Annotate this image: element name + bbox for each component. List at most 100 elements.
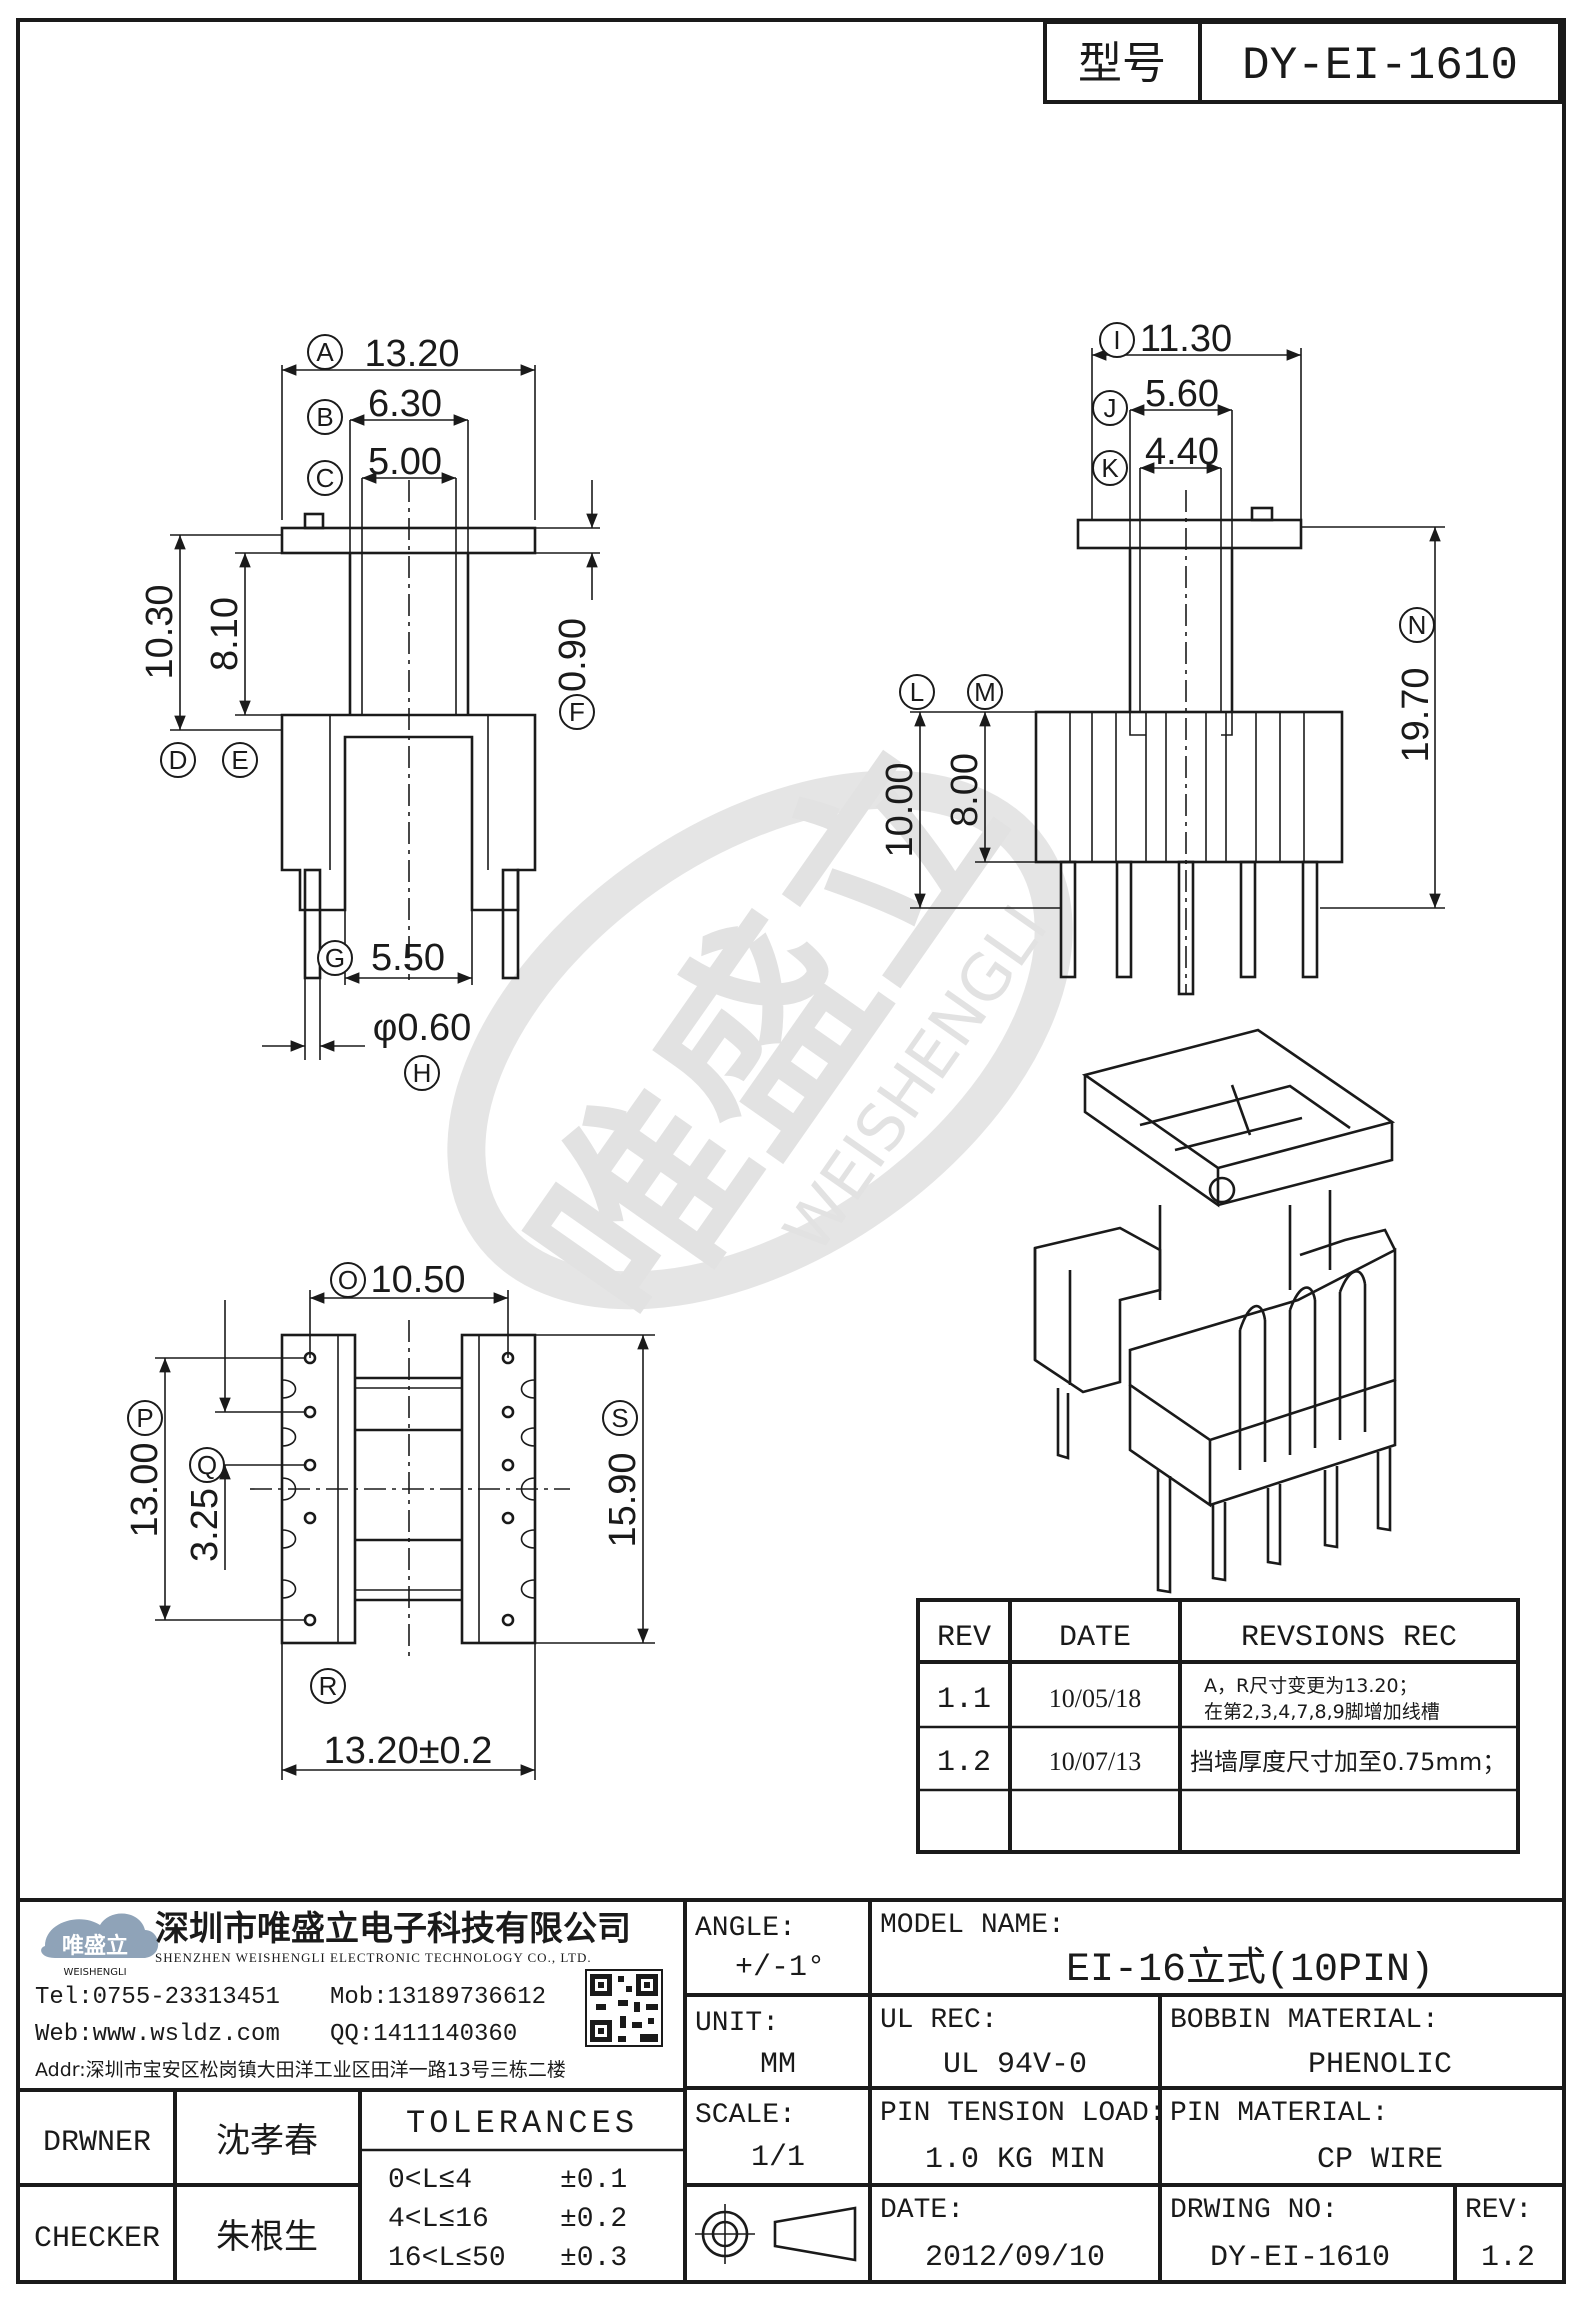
ul-rec-value: UL 94V-0	[943, 2048, 1087, 2082]
drwner-label: DRWNER	[43, 2126, 151, 2160]
pin-tension-value: 1.0 KG MIN	[925, 2143, 1105, 2177]
dim-K-value: 4.40	[1145, 431, 1219, 473]
logo-sub: WEISHENGLI	[63, 1967, 126, 1978]
scale-value: 1/1	[751, 2141, 805, 2175]
company-logo: 唯盛立 WEISHENGLI	[41, 1913, 159, 1978]
revision-table: REV DATE REVSIONS REC 1.1 10/05/18 A，R尺寸…	[916, 1598, 1520, 1854]
marker-i-label: I	[1113, 325, 1120, 355]
rev-row1-rev: 1.1	[937, 1683, 991, 1717]
marker-n-label: N	[1408, 610, 1427, 640]
isometric-view	[1033, 1028, 1397, 1594]
dim-C-value: 5.00	[368, 441, 442, 483]
marker-o: O	[330, 1262, 366, 1298]
marker-s: S	[602, 1400, 638, 1436]
company-web: Web:www.wsldz.com	[35, 2021, 280, 2048]
bottom-view: 10.50 13.00 3.25 15.90 13.20±0.2	[124, 1259, 655, 1780]
marker-c-label: C	[316, 463, 335, 493]
rev-row2-rev: 1.2	[937, 1746, 991, 1780]
model-value: DY-EI-1610	[1242, 40, 1518, 92]
marker-h-label: H	[413, 1058, 432, 1088]
marker-b: B	[307, 399, 343, 435]
model-name-value: EI-16立式(10PIN)	[1066, 1945, 1434, 1993]
dim-left-inner-value: 8.10	[204, 597, 246, 671]
ul-rec-label: UL REC:	[880, 2005, 998, 2036]
marker-l-label: L	[910, 677, 924, 707]
angle-value: +/-1°	[735, 1951, 825, 1985]
marker-m-label: M	[974, 677, 996, 707]
marker-p: P	[127, 1400, 163, 1436]
projection-symbol-icon	[695, 2204, 857, 2264]
marker-j: J	[1092, 390, 1128, 426]
dim-R-value: 13.20±0.2	[324, 1730, 493, 1772]
dim-P-value: 13.00	[124, 1442, 166, 1537]
tolerance-range-3: 16<L≤50	[388, 2243, 506, 2274]
company-name-en: SHENZHEN WEISHENGLI ELECTRONIC TECHNOLOG…	[155, 1950, 592, 1965]
marker-b-label: B	[316, 402, 333, 432]
watermark: 唯盛立 WEISHENGLI	[447, 705, 1073, 1361]
dim-H-value: φ0.60	[373, 1007, 472, 1049]
dim-A-value: 13.20	[364, 333, 459, 375]
title-block: 唯盛立 WEISHENGLI 深圳市唯盛立电子科技有限公司 SHENZHEN W…	[18, 1898, 1564, 2282]
tolerance-value-2: ±0.2	[560, 2204, 627, 2235]
model-name-label: MODEL NAME:	[880, 1910, 1065, 1941]
marker-a-label: A	[316, 337, 334, 367]
rev-value: 1.2	[1481, 2241, 1535, 2275]
company-mob: Mob:13189736612	[330, 1984, 546, 2011]
dim-left-outer-value: 10.30	[139, 584, 181, 679]
marker-e: E	[222, 742, 258, 778]
bobbin-material-label: BOBBIN MATERIAL:	[1170, 2005, 1439, 2036]
drwing-no-value: DY-EI-1610	[1210, 2241, 1390, 2275]
marker-p-label: P	[136, 1403, 153, 1433]
marker-q-label: Q	[197, 1450, 217, 1480]
dim-N-value: 19.70	[1395, 667, 1437, 762]
marker-r: R	[310, 1668, 346, 1704]
company-addr: Addr:深圳市宝安区松岗镇大田洋工业区田洋一路13号三栋二楼	[35, 2059, 566, 2081]
company-tel: Tel:0755-23313451	[35, 1984, 280, 2011]
rev-row2-date: 10/07/13	[1049, 1747, 1141, 1776]
marker-d: D	[160, 742, 196, 778]
dim-I-value: 11.30	[1140, 318, 1232, 360]
marker-m: M	[967, 674, 1003, 710]
pin-tension-label: PIN TENSION LOAD:	[880, 2098, 1166, 2129]
model-label: 型号	[1078, 38, 1166, 89]
dim-J-value: 5.60	[1145, 373, 1219, 415]
marker-i: I	[1099, 322, 1135, 358]
rev-header-date: DATE	[1059, 1621, 1131, 1655]
marker-n: N	[1399, 607, 1435, 643]
logo-text: 唯盛立	[62, 1933, 128, 1959]
rev-row1-rec-line1: A，R尺寸变更为13.20；	[1204, 1675, 1418, 1697]
scale-label: SCALE:	[695, 2100, 796, 2131]
dim-O-value: 10.50	[370, 1259, 465, 1301]
marker-k-label: K	[1101, 453, 1119, 483]
marker-q: Q	[189, 1447, 225, 1483]
marker-e-label: E	[231, 745, 248, 775]
rev-label: REV:	[1465, 2195, 1532, 2226]
rev-header-rev: REV	[937, 1621, 991, 1655]
qr-code	[585, 1969, 663, 2047]
drwing-no-label: DRWING NO:	[1170, 2195, 1338, 2226]
marker-c: C	[307, 460, 343, 496]
rev-row1-date: 10/05/18	[1049, 1684, 1141, 1713]
marker-k: K	[1092, 450, 1128, 486]
side-view: 11.30 5.60 4.40 19.70 10.00 8.00	[879, 318, 1445, 996]
dim-G-value: 5.50	[371, 937, 445, 979]
pin-material-value: CP WIRE	[1317, 2143, 1443, 2177]
company-qq: QQ:1411140360	[330, 2021, 517, 2048]
front-view: 13.20 6.30 5.00 10.30 8.10 0.90 5.50 φ0.…	[139, 333, 600, 1060]
marker-l: L	[899, 674, 935, 710]
marker-g: G	[317, 940, 353, 976]
tolerance-range-2: 4<L≤16	[388, 2204, 489, 2235]
marker-o-label: O	[338, 1265, 358, 1295]
marker-j-label: J	[1104, 393, 1117, 423]
dim-F-value: 0.90	[552, 618, 594, 692]
date-label: DATE:	[880, 2195, 964, 2226]
marker-s-label: S	[611, 1403, 628, 1433]
marker-a: A	[307, 334, 343, 370]
rev-row2-rec-line1: 挡墙厚度尺寸加至0.75mm；	[1190, 1748, 1506, 1776]
unit-value: MM	[760, 2048, 796, 2082]
tolerances-label: TOLERANCES	[406, 2105, 638, 2142]
rev-row1-rec-line2: 在第2,3,4,7,8,9脚增加线槽	[1204, 1701, 1440, 1723]
tolerance-range-1: 0<L≤4	[388, 2165, 472, 2196]
checker-label: CHECKER	[34, 2222, 160, 2256]
